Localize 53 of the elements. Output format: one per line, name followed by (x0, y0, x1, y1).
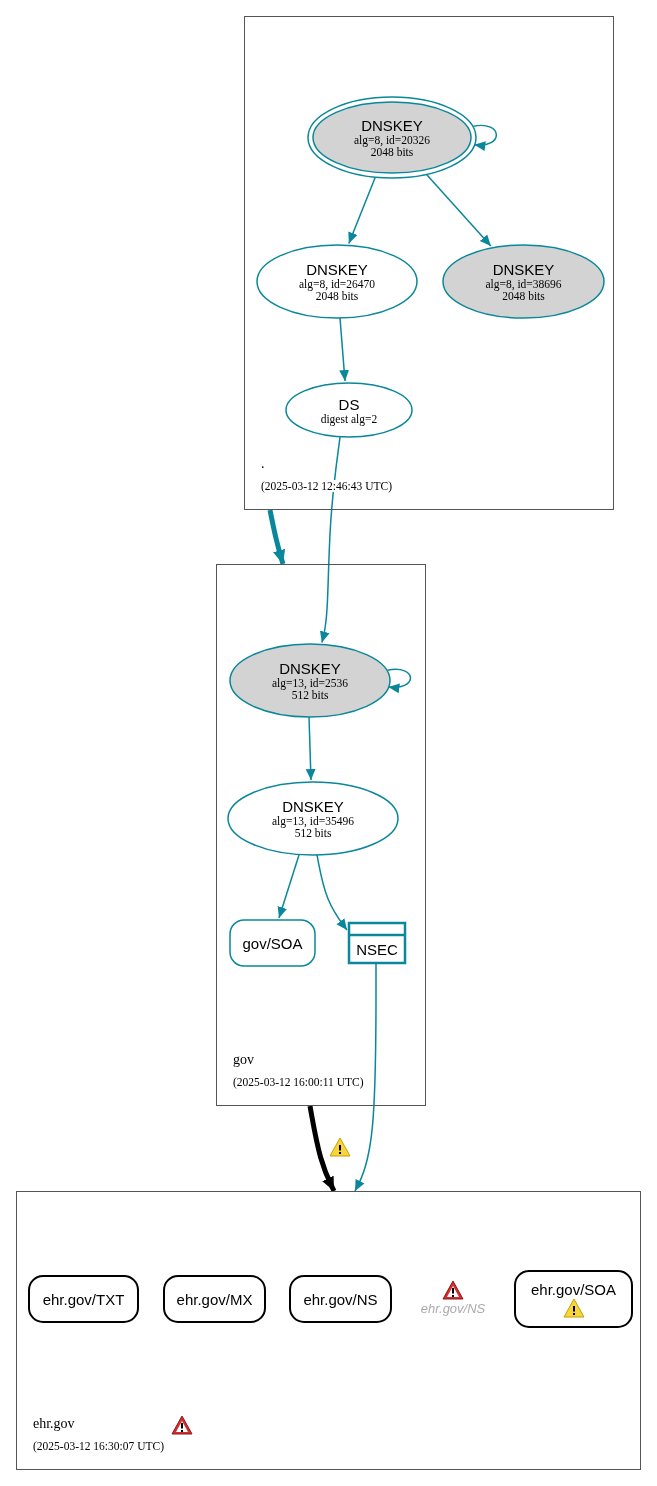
record-detail: 2048 bits (370, 146, 414, 158)
arrow (472, 124, 498, 151)
zone-box (16, 1191, 641, 1470)
record-title: DNSKEY (306, 261, 368, 278)
record-detail: digest alg=2 (320, 412, 378, 425)
arrow (277, 853, 300, 919)
record-detail: 512 bits (291, 689, 329, 701)
record-box (514, 1270, 633, 1328)
record-title: ehr.gov/NS (303, 1290, 378, 1308)
record-title: DNSKEY (279, 660, 341, 677)
zone-name: ehr.gov (33, 1416, 75, 1432)
record-title: ehr.gov/NS (420, 1299, 486, 1317)
record-detail: alg=13, id=35496 (272, 815, 354, 827)
record-detail: alg=13, id=2536 (271, 677, 349, 689)
record-title: DS (338, 395, 360, 413)
record-title: ehr.gov/MX (176, 1290, 253, 1308)
zone-box (216, 564, 426, 1106)
arrow (339, 317, 350, 382)
zone-timestamp: (2025-03-12 12:46:43 UTC) (261, 480, 392, 492)
record-detail: alg=8, id=38696 (485, 278, 562, 290)
arrow (267, 509, 286, 565)
key-ellipse (227, 781, 399, 856)
key-ellipse (285, 382, 413, 438)
record-detail: alg=8, id=20326 (353, 134, 431, 146)
arrow (425, 173, 492, 247)
arrow (348, 176, 377, 245)
record-box (229, 919, 316, 967)
zone-box (244, 16, 614, 510)
arrow (305, 716, 316, 781)
record-box (163, 1275, 266, 1323)
record-detail: 512 bits (294, 827, 332, 839)
record-title: DNSKEY (282, 798, 344, 815)
zone-timestamp: (2025-03-12 16:00:11 UTC) (233, 1076, 364, 1088)
record-title: NSEC (356, 940, 398, 958)
key-ellipse (442, 244, 605, 319)
record-detail: 2048 bits (315, 290, 359, 302)
record-title: gov/SOA (242, 934, 303, 952)
record-title: ehr.gov/SOA (530, 1280, 617, 1298)
record-title: DNSKEY (361, 117, 423, 134)
nsec-box (348, 922, 406, 964)
arrow (316, 854, 348, 931)
record-detail: 2048 bits (502, 290, 545, 302)
record-box (28, 1275, 139, 1323)
arrow (307, 1105, 337, 1193)
record-box (289, 1275, 392, 1323)
record-detail: alg=8, id=26470 (298, 278, 376, 290)
key-ellipse (229, 643, 391, 718)
key-ellipse (256, 244, 418, 319)
record-title: ehr.gov/TXT (42, 1290, 125, 1308)
record-title: DNSKEY (492, 261, 555, 278)
zone-timestamp: (2025-03-12 16:30:07 UTC) (33, 1440, 164, 1452)
arrow (319, 436, 341, 644)
key-ellipse (307, 96, 477, 179)
